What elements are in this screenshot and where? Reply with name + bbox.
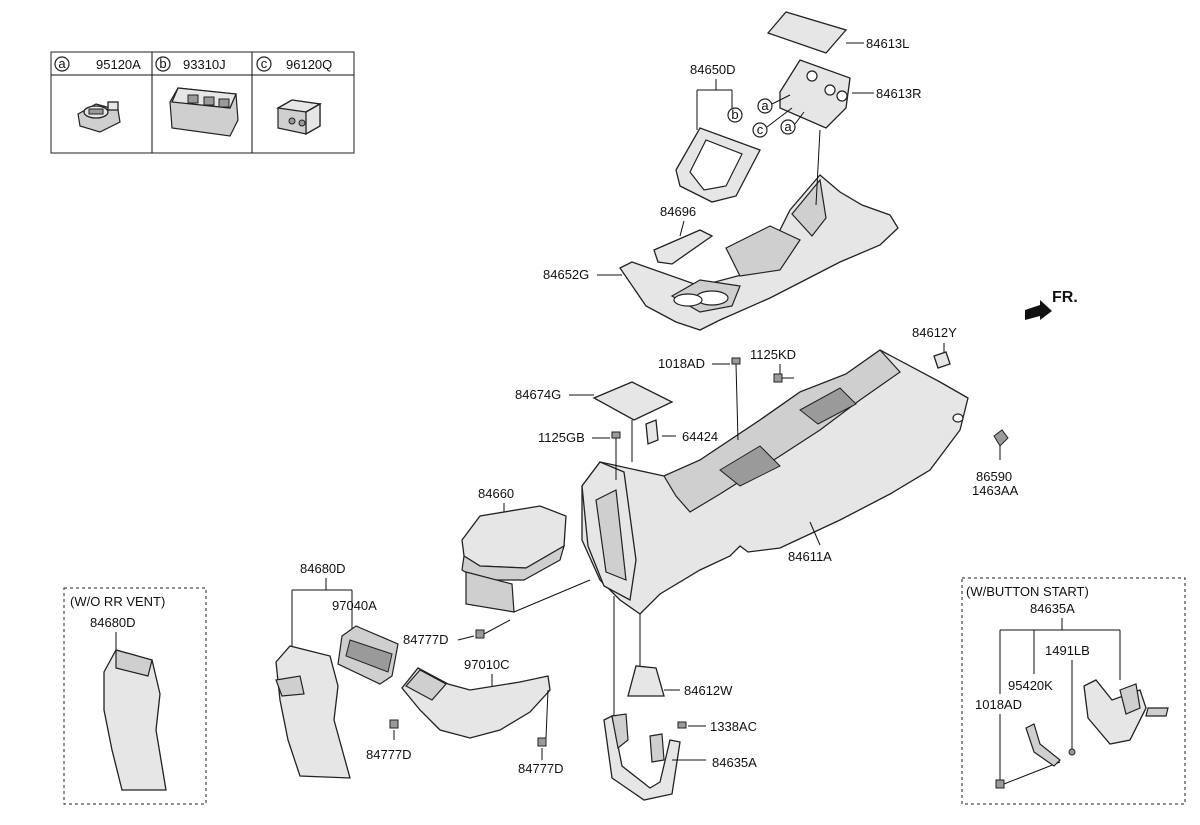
label-84635A: 84635A [712,755,757,770]
label-1018AD: 1018AD [975,697,1022,712]
console-body-84611A: 84611A [581,349,969,615]
label-1018AD: 1018AD [658,356,705,371]
screw-84777D-right: 84777D [518,737,564,776]
pad-84674G: 84674G [515,381,674,462]
screw-1018AD: 1018AD [658,356,741,441]
callout-b: b [731,107,738,122]
legend-cell-b: b 93310J [155,56,239,137]
legend-part-number: 95120A [96,57,141,72]
label-95420K: 95420K [1008,678,1053,693]
label-1125GB: 1125GB [538,430,585,445]
bolt-1125KD: 1125KD [750,347,796,383]
aux-jack-part [276,99,322,136]
armrest-84660: 84660 [461,486,591,613]
legend-cell-c: c 96120Q [256,56,332,136]
screw-84777D-left: 84777D [366,719,412,762]
switch-bezel-84613R: 84613R [779,59,922,206]
legend-letter: c [261,56,268,71]
inset-without-rear-vent: (W/O RR VENT) 84680D [63,587,207,805]
legend-part-number: 93310J [183,57,226,72]
legend-letter: a [58,56,66,71]
label-84635A: 84635A [1030,601,1075,616]
label-84680D: 84680D [90,615,136,630]
front-direction-indicator: FR. [1025,289,1078,320]
label-1491LB: 1491LB [1045,643,1090,658]
inset-title: (W/BUTTON START) [966,584,1089,599]
label-84613L: 84613L [866,36,909,51]
callout-a: a [761,98,769,113]
label-84660: 84660 [478,486,514,501]
vent-97040A: 97040A [332,598,399,685]
usb-socket-part [77,101,121,133]
label-64424: 64424 [682,429,718,444]
fr-label: FR. [1052,289,1078,306]
boot-84612W: 84612W [627,614,733,698]
switch-panel-part [169,87,239,137]
inset-title: (W/O RR VENT) [70,594,165,609]
label-84613R: 84613R [876,86,922,101]
label-84612W: 84612W [684,683,733,698]
shift-bezel-84650D: 84650D [675,62,761,203]
label-84680D: 84680D [300,561,346,576]
label-97010C: 97010C [464,657,510,672]
callout-c: c [757,122,764,137]
label-84611A: 84611A [788,549,832,564]
label-84696: 84696 [660,204,696,219]
label-84777D: 84777D [403,632,449,647]
nut-1338AC: 1338AC [677,719,757,734]
bolt-1125GB: 1125GB [538,430,621,480]
legend-cell-a: a 95120A [54,56,141,133]
label-86590: 86590 [976,469,1012,484]
trim-84652G: 84652G [543,267,622,282]
label-84650D: 84650D [690,62,736,77]
label-1463AA: 1463AA [972,483,1019,498]
duct-97010C: 97010C [401,657,551,739]
label-84652G: 84652G [543,267,589,282]
label-97040A: 97040A [332,598,377,613]
legend-table: a 95120A b 93310J c [50,51,355,154]
trim-84696: 84696 [653,204,714,265]
label-84612Y: 84612Y [912,325,957,340]
label-1125KD: 1125KD [750,347,796,362]
bracket-84635A: 84635A [603,596,757,801]
legend-part-number: 96120Q [286,57,332,72]
callout-markers: b a c a [727,94,805,138]
label-1338AC: 1338AC [710,719,757,734]
label-84777D: 84777D [518,761,564,776]
upper-console-cover [619,174,899,331]
screw-84777D-upper: 84777D [403,619,511,647]
inset-button-start: (W/BUTTON START) 84635A 1491LB 95420K 10… [961,577,1186,805]
rear-cover-84680D: 84680D [275,561,353,779]
nut-86590: 86590 1463AA [972,429,1019,498]
callout-a: a [784,119,792,134]
clip-64424: 64424 [645,419,718,445]
legend-letter: b [159,56,166,71]
label-84777D: 84777D [366,747,412,762]
clip-84612Y: 84612Y [912,325,957,369]
label-84674G: 84674G [515,387,561,402]
lid-pad-84613L: 84613L [766,11,909,54]
